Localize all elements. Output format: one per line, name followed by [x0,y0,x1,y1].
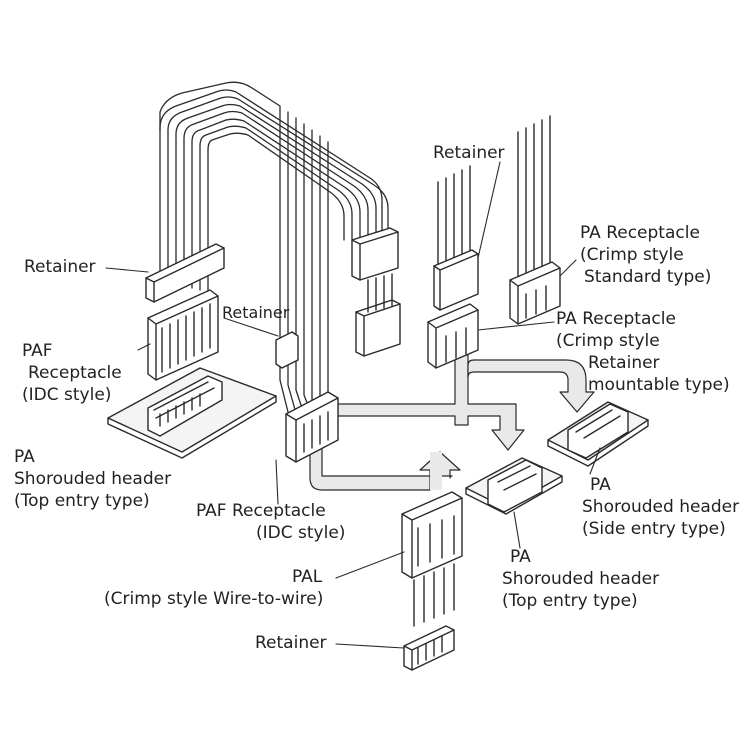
label-retainer-top-right: Retainer [433,143,505,163]
ribbon-wires [159,89,389,293]
flow-arrow-main [309,354,525,491]
pal-part [401,491,463,627]
retainer-center [275,331,299,369]
label-paf-receptacle-idc-left: PAF Receptacle (IDC style) [22,341,122,405]
label-pal-wire-to-wire: PAL (Crimp style Wire-to-wire) [104,567,324,609]
label-pa-header-side-entry: PA Shorouded header (Side entry type) [582,475,740,539]
label-pa-receptacle-retainer-mountable: PA Receptacle (Crimp style Retainer moun… [556,309,730,395]
pa-receptacle-retainer-part [427,165,479,369]
flow-arrows [309,354,595,491]
pa-receptacle-upper-center-part [351,227,401,357]
label-pa-header-top-entry-center: PA Shorouded header (Top entry type) [502,547,660,611]
paf-body-left [147,289,219,381]
retainer-bottom-part [403,625,455,671]
shrouded-header-left [147,375,223,437]
ribbon-wires-down [159,81,339,421]
flow-arrow-branch-left [430,452,442,490]
label-pa-receptacle-standard: PA Receptacle (Crimp style Standard type… [580,223,712,287]
pa-header-side-part [547,401,649,467]
label-paf-receptacle-idc-center: PAF Receptacle (IDC style) [196,501,346,543]
retainer-top-right [433,249,479,311]
retainer-left [145,243,225,303]
label-pa-header-top-entry-left: PA Shorouded header (Top entry type) [14,447,172,511]
pa-header-top-center-part [465,457,563,515]
flow-arrow-branch-right [467,359,595,413]
label-retainer-top-left: Retainer [24,257,96,277]
paf-receptacle-center-part [275,331,339,463]
pa-receptacle-standard-part [509,115,561,325]
label-retainer-bottom: Retainer [255,633,327,653]
label-retainer-center: Retainer [222,303,290,322]
paf-receptacle-left-part [107,243,277,459]
leader-lines [105,161,601,649]
